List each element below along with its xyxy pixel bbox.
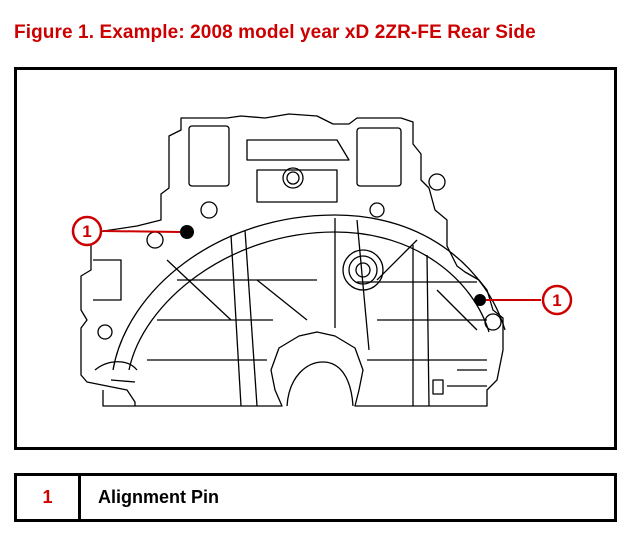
legend-table: 1 Alignment Pin (14, 473, 617, 522)
leader-line-left (102, 230, 181, 233)
rear-arch-outer (112, 214, 506, 371)
callout-left-number: 1 (82, 222, 91, 241)
rear-arch-inner (128, 231, 490, 371)
legend-row-label: Alignment Pin (98, 487, 219, 507)
callout-right: 1 (541, 284, 573, 316)
alignment-pin-left (180, 225, 194, 239)
alignment-pin-right (474, 294, 486, 306)
callout-left: 1 (71, 215, 103, 247)
engine-block-drawing: 1 1 (71, 113, 573, 407)
block-outline (80, 113, 504, 407)
callout-right-number: 1 (552, 291, 561, 310)
legend-row-number: 1 (17, 476, 81, 519)
figure-title: Figure 1. Example: 2008 model year xD 2Z… (14, 22, 536, 43)
diagram-frame: 1 1 (14, 67, 617, 450)
